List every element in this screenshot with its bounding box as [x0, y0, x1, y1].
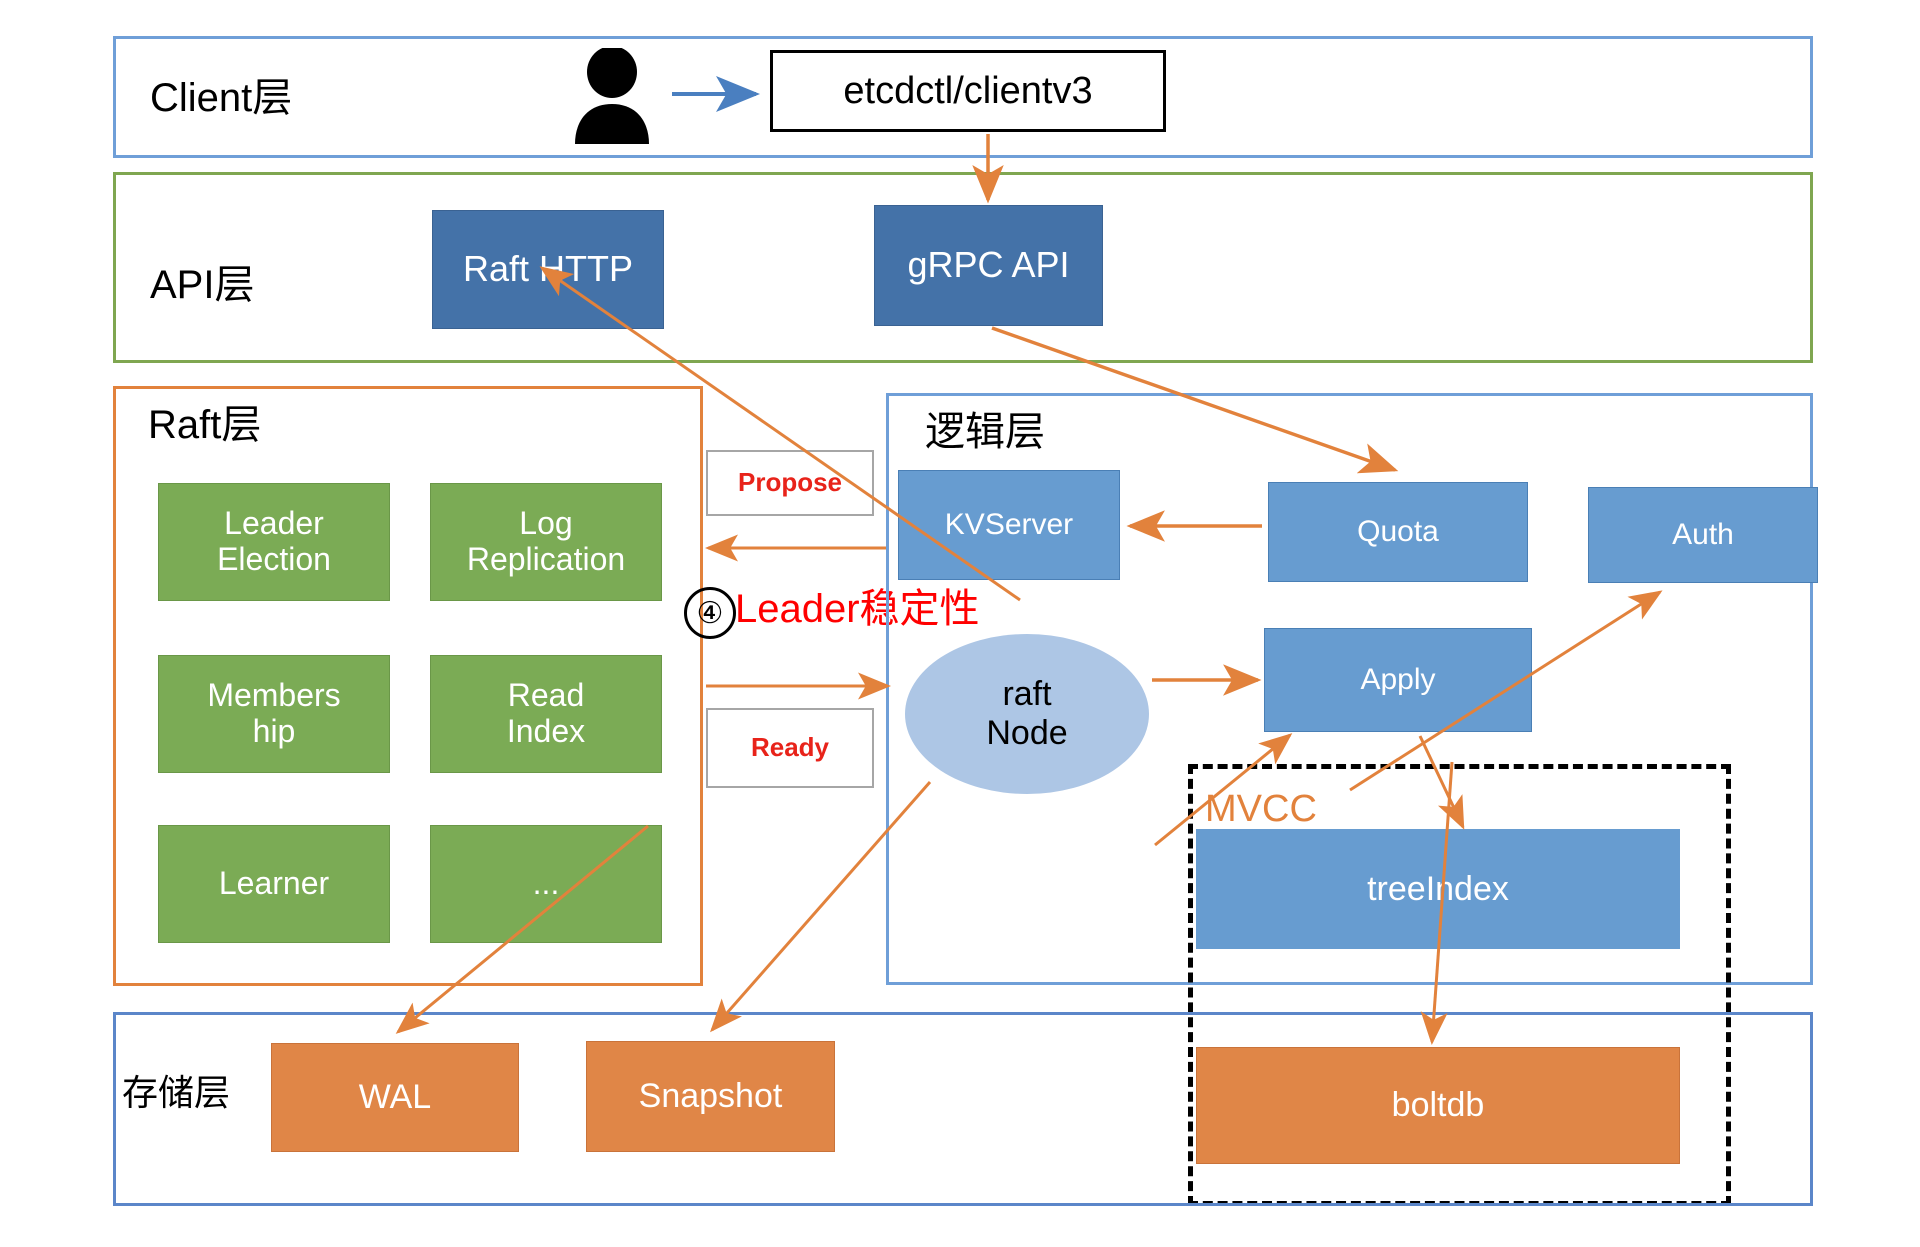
kvserver-box[interactable]: KVServer — [898, 470, 1120, 580]
etcdctl-client-box[interactable]: etcdctl/clientv3 — [770, 50, 1166, 132]
client-layer-title: Client层 — [150, 76, 293, 120]
raft-module-log-replication[interactable]: Log Replication — [430, 483, 662, 601]
client-layer-container — [113, 36, 1813, 158]
raft-layer-title: Raft层 — [148, 403, 262, 447]
auth-box[interactable]: Auth — [1588, 487, 1818, 583]
person-icon — [567, 46, 657, 144]
raft-node-ellipse[interactable]: raft Node — [905, 634, 1149, 794]
grpc-api-box[interactable]: gRPC API — [874, 205, 1103, 326]
raft-module-leader-election[interactable]: Leader Election — [158, 483, 390, 601]
raft-module-learner[interactable]: Learner — [158, 825, 390, 943]
storage-layer-title: 存储层 — [122, 1072, 231, 1113]
logic-layer-title: 逻辑层 — [925, 410, 1045, 454]
raft-module-more[interactable]: ... — [430, 825, 662, 943]
tree-index-box[interactable]: treeIndex — [1196, 829, 1680, 949]
quota-box[interactable]: Quota — [1268, 482, 1528, 582]
ready-channel-label: Ready — [706, 708, 874, 788]
apply-box[interactable]: Apply — [1264, 628, 1532, 732]
annotation-step-number: ④ — [684, 587, 736, 639]
mvcc-label: MVCC — [1205, 788, 1317, 830]
storage-layer-container — [113, 1012, 1813, 1206]
snapshot-box[interactable]: Snapshot — [586, 1041, 835, 1152]
wal-box[interactable]: WAL — [271, 1043, 519, 1152]
raft-http-box[interactable]: Raft HTTP — [432, 210, 664, 329]
boltdb-box[interactable]: boltdb — [1196, 1047, 1680, 1164]
raft-module-read-index[interactable]: Read Index — [430, 655, 662, 773]
propose-channel-label: Propose — [706, 450, 874, 516]
raft-module-membership[interactable]: Members hip — [158, 655, 390, 773]
api-layer-title: API层 — [150, 263, 255, 307]
